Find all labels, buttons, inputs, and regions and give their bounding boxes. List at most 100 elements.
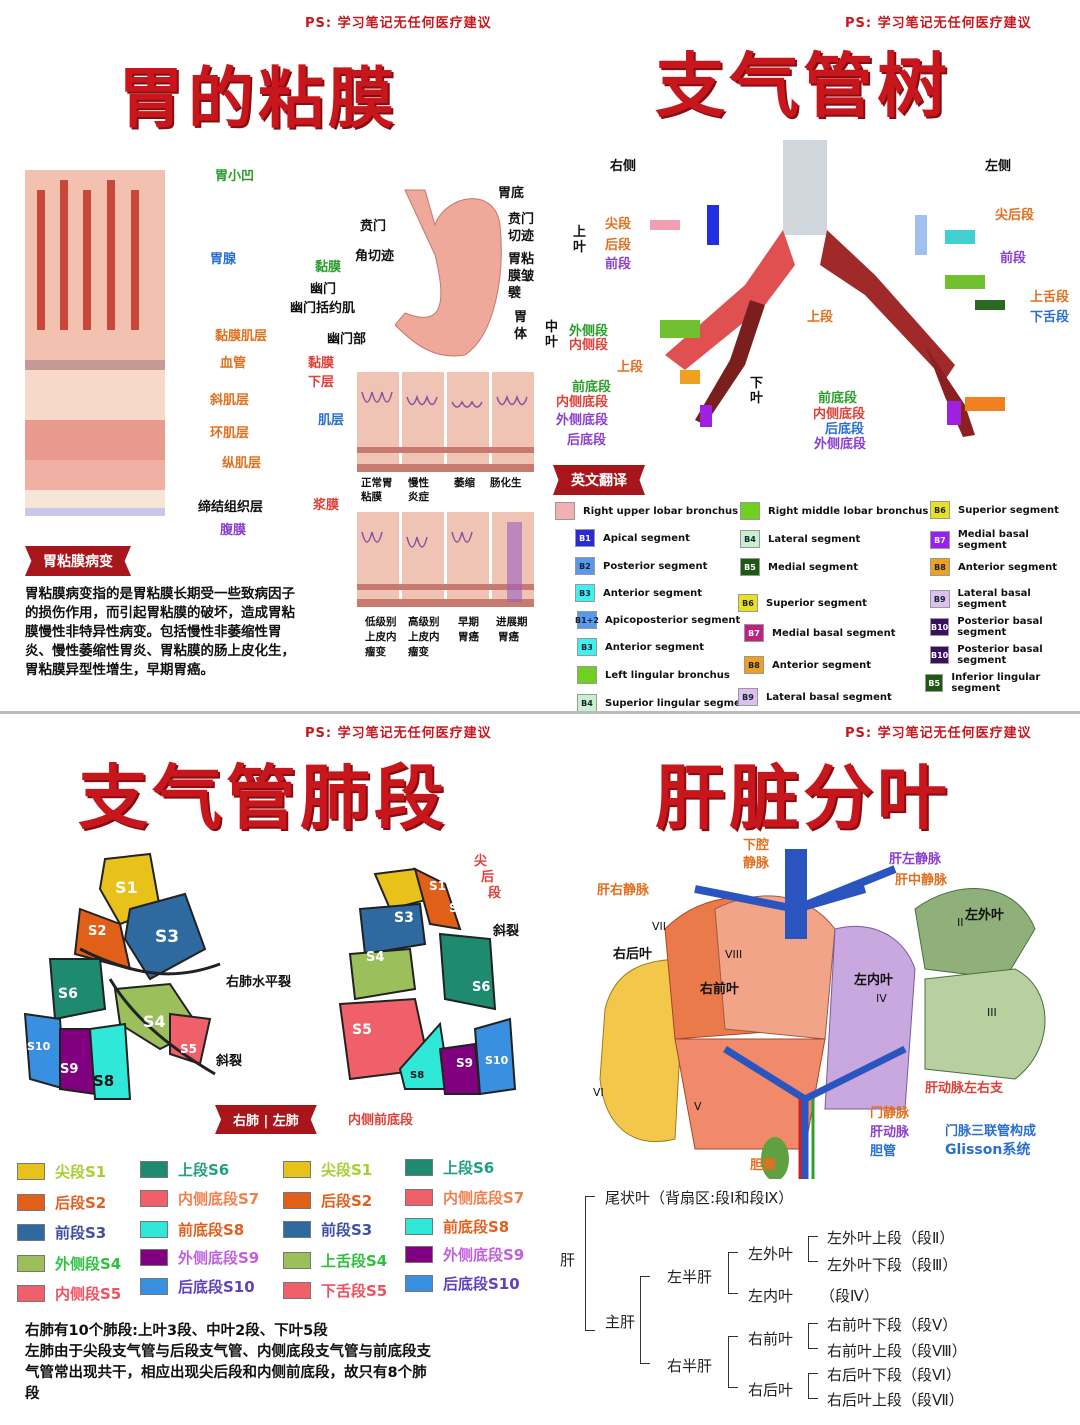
- legend-label: 尖段S1: [55, 1163, 107, 1181]
- page-title: 肝脏分叶: [655, 757, 951, 839]
- legend-label: 下舌段S5: [321, 1282, 388, 1300]
- tree-seg8: 右前叶上段（段Ⅷ）: [827, 1342, 967, 1360]
- label-r-apical: 尖段: [605, 217, 632, 232]
- legend-item: 尖段S1: [17, 1161, 106, 1182]
- label-right-lower-lobe: 下 叶: [750, 376, 764, 406]
- tree-bracket: [640, 1276, 650, 1364]
- ps-note: PS: 学习笔记无任何医疗建议: [845, 16, 1032, 31]
- label-glisson-1: 门脉三联管构成: [945, 1124, 1037, 1139]
- label-bile-duct: 胆管: [870, 1144, 897, 1159]
- legend-label: Apicoposterior segment: [605, 614, 741, 626]
- label-right-posterior-lobe: 右后叶: [613, 947, 653, 962]
- seg-label: S8: [410, 1070, 425, 1081]
- bronchial-tree-illustration: [650, 140, 1005, 437]
- legend-item: 前段S3: [283, 1219, 372, 1240]
- paragraph-line: 气管常出现共干，相应出现尖后段和内侧前底段，故只有8个肺: [25, 1365, 427, 1381]
- label-right-side: 右侧: [610, 159, 637, 174]
- legend-label: Medial basal segment: [772, 627, 896, 639]
- label-apicoposterior-3: 段: [488, 886, 502, 901]
- quadrant-divider: [0, 711, 1080, 714]
- seg-label: S2: [88, 924, 107, 939]
- paragraph-line: 右肺有10个肺段:上叶3段、中叶2段、下叶5段: [25, 1323, 328, 1339]
- legend-label: Superior lingular segment: [605, 697, 753, 709]
- label-submucosa-2: 下层: [308, 375, 335, 390]
- seg-label: S6: [472, 980, 491, 995]
- legend-label: 后段S2: [321, 1192, 373, 1210]
- label-connective-tissue: 缔结组织层: [198, 500, 264, 515]
- label-cardia: 贲门: [360, 219, 387, 234]
- label-l-ant-basal: 前底段: [818, 391, 858, 406]
- legend-label: Lateral segment: [768, 533, 861, 545]
- label-left-hepatic-vein: 肝左静脉: [889, 852, 942, 867]
- seg-label: S4: [366, 950, 385, 965]
- roman-vi: VI: [593, 1086, 604, 1099]
- ps-note: PS: 学习笔记无任何医疗建议: [305, 726, 492, 741]
- legend-code: B6: [738, 594, 758, 612]
- caption-hgin-1: 高级别: [408, 616, 440, 628]
- seg-label: S4: [143, 1012, 166, 1031]
- section-banner-translation: 英文翻译: [553, 465, 645, 495]
- legend-swatch: [577, 666, 597, 684]
- label-muscle-layer: 肌层: [318, 413, 345, 428]
- label-left-lateral-lobe: 左外叶: [965, 908, 1005, 923]
- tree-seg5: 右前叶下段（段Ⅴ）: [827, 1316, 958, 1334]
- tree-main-liver: 主肝: [605, 1313, 636, 1331]
- legend-item: 内侧段S5: [17, 1283, 121, 1304]
- label-right-middle-lobe: 中 叶: [545, 320, 559, 350]
- legend-label: Anterior segment: [772, 659, 872, 671]
- legend-label: Left lingular bronchus: [605, 669, 730, 681]
- label-pylorus: 幽门: [310, 282, 337, 297]
- tree-left-medial: 左内叶: [748, 1287, 794, 1305]
- label-hepatic-artery: 肝动脉: [870, 1125, 910, 1140]
- label-oblique-muscle: 斜肌层: [210, 393, 250, 408]
- label-left-side: 左侧: [985, 159, 1012, 174]
- legend-swatch: [740, 502, 760, 520]
- legend-item: 后段S2: [17, 1192, 106, 1213]
- label-pyloric-part: 幽门部: [327, 332, 367, 347]
- legend-swatch: [405, 1275, 433, 1292]
- label-l-inf-lingular: 下舌段: [1030, 310, 1070, 325]
- seg-label: S10: [27, 1040, 51, 1053]
- seg-label: S2: [449, 901, 466, 915]
- legend-swatch: [405, 1246, 433, 1263]
- label-peritoneum: 腹膜: [220, 523, 247, 538]
- legend-label: 上段S6: [443, 1159, 495, 1177]
- tree-caudate: 尾状叶（背扇区:段Ⅰ和段Ⅸ）: [605, 1189, 794, 1207]
- legend-item: 内侧底段S7: [140, 1188, 259, 1209]
- roman-iv: IV: [876, 992, 887, 1005]
- legend-label: 前底段S8: [178, 1221, 245, 1239]
- legend-item: 上段S6: [405, 1157, 494, 1178]
- legend-swatch: [283, 1221, 311, 1238]
- tree-bracket: [728, 1252, 738, 1294]
- roman-v: V: [694, 1100, 702, 1113]
- legend-swatch: [17, 1285, 45, 1302]
- label-body-1: 胃: [514, 310, 528, 325]
- legend-label: 前段S3: [321, 1221, 373, 1239]
- label-r-posterior: 后段: [605, 238, 632, 253]
- legend-swatch: [283, 1252, 311, 1269]
- seg-label: S1: [429, 879, 446, 893]
- legend-label: Posterior basal segment: [957, 644, 1043, 666]
- legend-label: 外侧底段S9: [443, 1246, 525, 1264]
- label-l-sup-lingular: 上舌段: [1030, 290, 1070, 305]
- stomach-illustration: [395, 189, 502, 357]
- legend-item: 前段S3: [17, 1222, 106, 1243]
- label-mucosa: 黏膜: [315, 260, 342, 275]
- tree-left-half: 左半肝: [667, 1268, 713, 1286]
- seg-label: S9: [60, 1062, 79, 1077]
- legend-swatch: [283, 1282, 311, 1299]
- legend-label: Inferior lingular segment: [951, 672, 1041, 694]
- label-l-apicoposterior: 尖后段: [995, 208, 1035, 223]
- legend-code: B3: [577, 638, 597, 656]
- caption-hgin-3: 瘤变: [408, 646, 429, 658]
- legend-label: Anterior segment: [605, 641, 705, 653]
- caption-normal-1: 正常胃: [361, 477, 393, 489]
- label-middle-hepatic-vein: 肝中静脉: [895, 873, 948, 888]
- label-r-med-basal: 内侧底段: [556, 395, 609, 410]
- legend-label: 后底段S10: [443, 1275, 520, 1293]
